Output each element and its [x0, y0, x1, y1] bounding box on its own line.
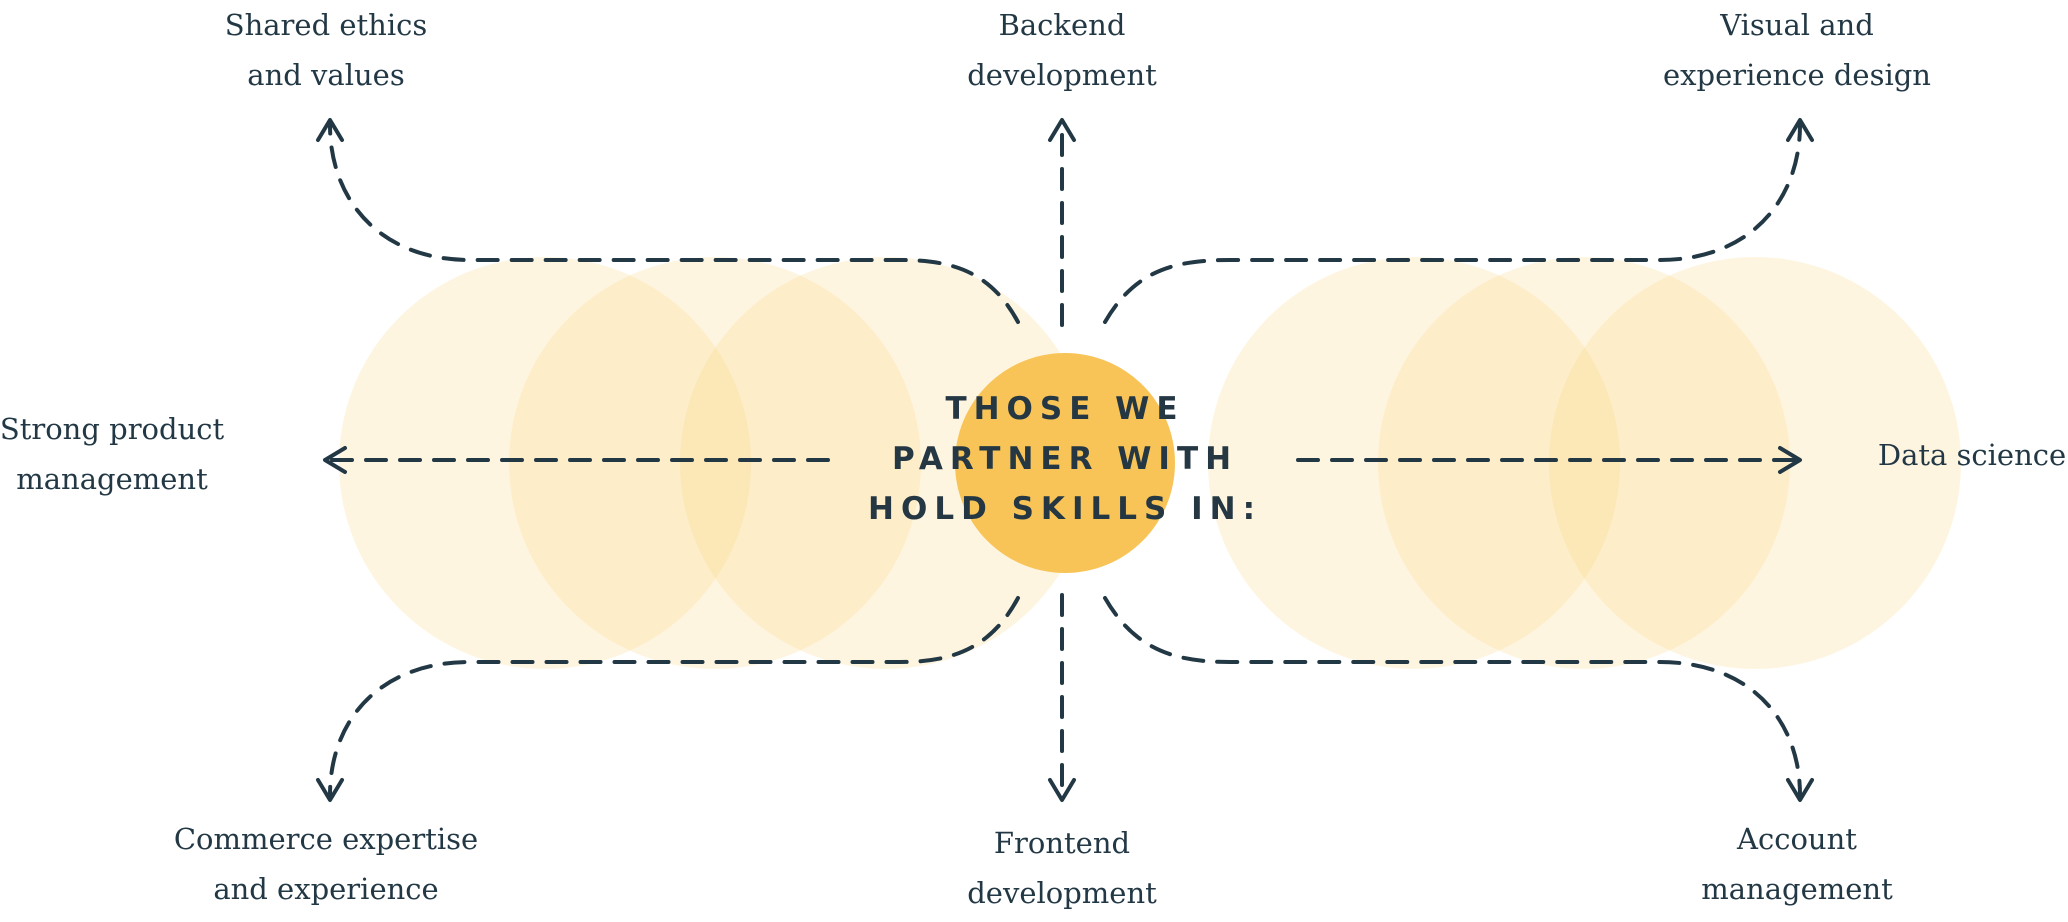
label-backend: Backend development — [967, 8, 1157, 92]
label-commerce: Commerce expertise and experience — [173, 822, 479, 906]
center-heading: THOSE WE PARTNER WITH HOLD SKILLS IN: — [868, 391, 1262, 527]
arrowhead-frontend — [1048, 778, 1076, 802]
left-middle-circle — [509, 257, 921, 669]
label-visual-design: Visual and experience design — [1663, 8, 1931, 92]
label-data-science: Data science — [1877, 438, 2067, 472]
arrow-shared-ethics — [328, 123, 1020, 324]
arrowhead-data-science — [1778, 446, 1802, 474]
right-outer-circle — [1549, 257, 1961, 669]
left-outer-circle — [339, 257, 751, 669]
right-inner-circle — [1208, 257, 1620, 669]
arrowhead-commerce — [316, 778, 344, 802]
arrow-commerce — [328, 596, 1020, 797]
center-circle — [955, 353, 1175, 573]
label-product-management: Strong product management — [0, 412, 225, 496]
arrow-visual-design — [1103, 123, 1802, 324]
arrowhead-backend — [1048, 118, 1076, 142]
arrowhead-product-management — [323, 446, 347, 474]
arrow-account-management — [1103, 596, 1802, 797]
arrowhead-visual-design — [1786, 118, 1814, 142]
arrowhead-shared-ethics — [316, 118, 344, 142]
label-shared-ethics: Shared ethics and values — [224, 8, 428, 92]
label-account-management: Account management — [1701, 822, 1893, 906]
right-middle-circle — [1378, 257, 1790, 669]
arrowhead-account-management — [1786, 778, 1814, 802]
label-frontend: Frontend development — [967, 826, 1157, 910]
